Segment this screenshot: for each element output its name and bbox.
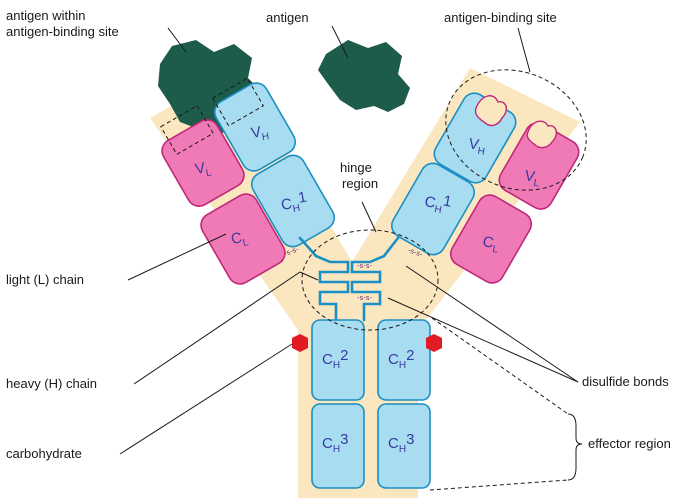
label-heavy-chain: heavy (H) chain [6, 376, 97, 391]
effector-region-brace [568, 414, 582, 480]
disulfide-hinge-1: -s-s- [357, 262, 372, 270]
disulfide-hinge-2: -s-s- [357, 294, 372, 302]
leader-carbohydrate [120, 344, 292, 454]
leader-binding-site [518, 28, 530, 72]
label-antigen-within-site: antigen within antigen-binding site [6, 8, 119, 39]
label-carbohydrate: carbohydrate [6, 446, 82, 461]
label-light-chain: light (L) chain [6, 272, 84, 287]
leader-light-chain [128, 234, 226, 280]
label-disulfide-bonds: disulfide bonds [582, 374, 669, 389]
label-antigen: antigen [266, 10, 309, 25]
label-hinge-region: hinge region [340, 160, 378, 191]
label-antigen-binding-site: antigen-binding site [444, 10, 557, 25]
effector-connector-top [432, 318, 568, 414]
antigen-shape-center [318, 40, 410, 112]
leader-hinge [362, 202, 376, 232]
leader-heavy-chain-1 [134, 272, 300, 384]
effector-connector-bottom [430, 480, 568, 490]
label-effector-region: effector region [588, 436, 671, 451]
